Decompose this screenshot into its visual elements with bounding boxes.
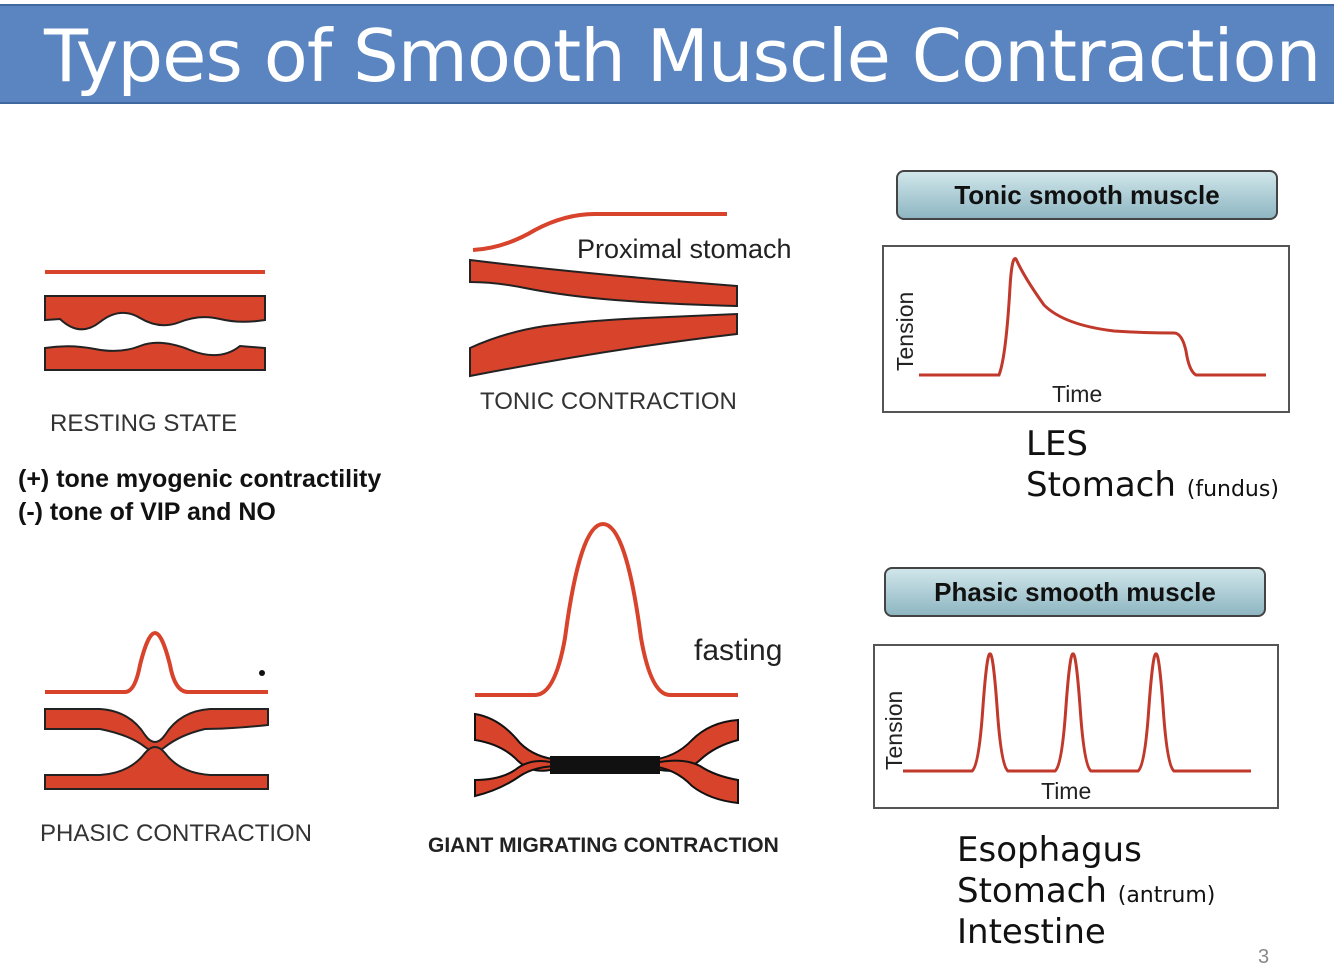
tonic-contraction-label: TONIC CONTRACTION: [480, 388, 737, 416]
fasting-annotation: fasting: [694, 634, 782, 668]
phasic-tension-graph: Tension Time: [873, 644, 1279, 809]
tonic-x-axis-label: Time: [1052, 381, 1102, 408]
note-line-1: (+) tone myogenic contractility: [18, 465, 381, 494]
title-bar: Types of Smooth Muscle Contraction: [0, 4, 1334, 104]
phasic-contraction-label: PHASIC CONTRACTION: [40, 820, 312, 848]
giant-migrating-contraction-label: GIANT MIGRATING CONTRACTION: [428, 834, 779, 858]
slide-title: Types of Smooth Muscle Contraction: [44, 14, 1320, 98]
note-line-2: (-) tone of VIP and NO: [18, 498, 276, 527]
phasic-y-axis-label: Tension: [881, 691, 908, 770]
phasic-example-stomach: Stomach (antrum): [957, 871, 1215, 911]
phasic-smooth-muscle-header: Phasic smooth muscle: [884, 567, 1266, 617]
phasic-example-intestine: Intestine: [957, 912, 1106, 952]
resting-state-label: RESTING STATE: [50, 410, 237, 438]
tonic-tension-graph: Tension Time: [882, 245, 1290, 413]
proximal-stomach-annotation: Proximal stomach: [577, 234, 792, 265]
tonic-y-axis-label: Tension: [892, 292, 919, 371]
tonic-smooth-muscle-header: Tonic smooth muscle: [896, 170, 1278, 220]
phasic-contraction-diagram: [40, 625, 275, 800]
phasic-example-esophagus: Esophagus: [957, 830, 1142, 870]
phasic-x-axis-label: Time: [1041, 778, 1091, 805]
page-number: 3: [1258, 946, 1269, 969]
resting-state-diagram: [40, 262, 270, 377]
tonic-example-stomach: Stomach (fundus): [1026, 465, 1279, 505]
tonic-example-les: LES: [1026, 424, 1088, 464]
